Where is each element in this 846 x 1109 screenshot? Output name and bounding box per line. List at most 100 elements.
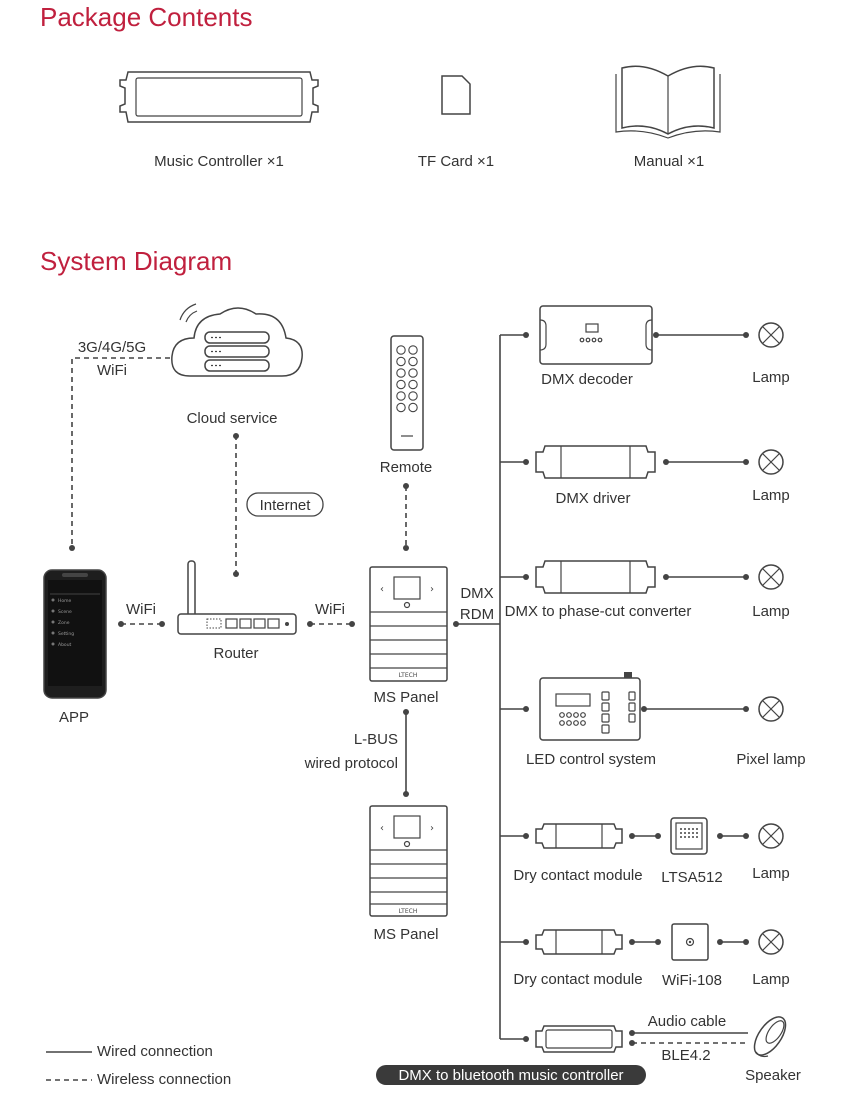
manual-icon xyxy=(615,65,721,139)
output-device-3: DMX to phase-cut converter xyxy=(505,603,692,620)
dmx-driver-icon xyxy=(535,445,656,479)
phone-menu-item: Setting xyxy=(58,631,74,637)
svg-text:›: › xyxy=(430,584,434,595)
output-load-1: Lamp xyxy=(752,369,790,386)
dry-contact-module-icon xyxy=(535,929,623,955)
ms-panel-2-label: MS Panel xyxy=(373,926,438,943)
branch-dry-contact-wifi108 xyxy=(500,923,784,961)
output-device-5: Dry contact module xyxy=(513,867,642,884)
lamp-icon xyxy=(758,322,784,348)
remote-button xyxy=(408,379,418,390)
music-controller-icon xyxy=(119,71,319,123)
internet-badge: Internet xyxy=(246,492,324,517)
remote-button xyxy=(396,379,406,390)
remote-button xyxy=(408,368,418,378)
lamp-icon xyxy=(758,449,784,475)
phone-menu-item: Zone xyxy=(58,620,70,626)
cloud-link-label-wifi: WiFi xyxy=(97,362,127,379)
remote-button xyxy=(408,402,418,413)
router-icon xyxy=(177,560,297,635)
lbus-label: L-BUS xyxy=(354,731,398,748)
lamp-icon xyxy=(758,564,784,590)
router-label: Router xyxy=(213,645,258,662)
output-device-1: DMX decoder xyxy=(541,371,633,388)
ms-panel-label: MS Panel xyxy=(373,689,438,706)
router-panel-wifi-label: WiFi xyxy=(315,601,345,618)
legend-wireless: Wireless connection xyxy=(97,1071,231,1088)
lamp-icon xyxy=(758,929,784,955)
dmx-label: DMX xyxy=(460,585,493,602)
phone-menu-item: Home xyxy=(58,598,72,604)
speaker-icon xyxy=(753,1016,787,1058)
remote-button xyxy=(408,345,418,355)
app-cloud-wireless-link xyxy=(71,357,170,546)
branch-music-controller xyxy=(500,1016,787,1058)
package-item-tf-card: TF Card ×1 xyxy=(418,153,494,170)
music-controller-badge: DMX to bluetooth music controller xyxy=(376,1065,646,1085)
app-label: APP xyxy=(59,709,89,726)
output-sub-5: LTSA512 xyxy=(661,869,722,886)
svg-text:LTECH: LTECH xyxy=(399,672,418,679)
lbus-protocol-label: wired protocol xyxy=(304,755,398,772)
wifi-108-icon xyxy=(671,923,709,961)
package-item-controller: Music Controller ×1 xyxy=(154,153,284,170)
output-sub-6: WiFi-108 xyxy=(662,972,722,989)
branch-dmx-decoder xyxy=(500,305,784,365)
ltsa512-icon xyxy=(670,817,708,855)
remote-label: Remote xyxy=(380,459,433,476)
phone-menu-item: About xyxy=(58,642,72,648)
remote-button xyxy=(396,345,406,355)
phone-menu-item: Scene xyxy=(58,609,72,615)
output-load-6: Lamp xyxy=(752,971,790,988)
remote-button xyxy=(396,402,406,413)
cloud-service-icon xyxy=(171,303,303,377)
branch-phase-cut xyxy=(500,560,784,594)
output-device-6: Dry contact module xyxy=(513,971,642,988)
branch-led-control xyxy=(500,672,784,741)
ms-panel-2-icon: ‹ › LTECH xyxy=(369,805,448,917)
svg-text:LTECH: LTECH xyxy=(399,908,418,915)
branch-dmx-driver xyxy=(500,445,784,479)
output-load-5: Lamp xyxy=(752,865,790,882)
remote-button xyxy=(408,356,418,367)
svg-text:Internet: Internet xyxy=(260,497,312,514)
dmx-decoder-icon xyxy=(539,305,653,365)
dry-contact-module-icon xyxy=(535,823,623,849)
output-load-3: Lamp xyxy=(752,603,790,620)
package-item-manual: Manual ×1 xyxy=(634,153,704,170)
audio-cable-label: Audio cable xyxy=(648,1013,726,1030)
remote-button xyxy=(408,391,418,401)
remote-button xyxy=(396,391,406,401)
cloud-link-label-network: 3G/4G/5G xyxy=(78,339,146,356)
phase-cut-converter-icon xyxy=(535,560,656,594)
ble-label: BLE4.2 xyxy=(661,1047,710,1064)
svg-text:DMX to bluetooth music control: DMX to bluetooth music controller xyxy=(398,1067,623,1084)
legend-wired: Wired connection xyxy=(97,1043,213,1060)
rdm-label: RDM xyxy=(460,606,494,623)
pixel-lamp-icon xyxy=(758,696,784,722)
remote-icon xyxy=(390,335,424,451)
output-device-4: LED control system xyxy=(526,751,656,768)
svg-text:‹: ‹ xyxy=(380,584,384,595)
remote-button xyxy=(396,356,406,367)
cloud-service-label: Cloud service xyxy=(187,410,278,427)
speaker-label: Speaker xyxy=(745,1067,801,1084)
lamp-icon xyxy=(758,823,784,849)
app-router-wifi-label: WiFi xyxy=(126,601,156,618)
svg-text:›: › xyxy=(430,823,434,834)
output-load-2: Lamp xyxy=(752,487,790,504)
svg-text:‹: ‹ xyxy=(380,823,384,834)
ms-panel-icon: ‹ › LTECH xyxy=(369,566,448,682)
output-load-4: Pixel lamp xyxy=(736,751,805,768)
music-controller-device-icon xyxy=(535,1025,623,1053)
legend: Wired connection Wireless connection xyxy=(46,1043,231,1088)
output-device-2: DMX driver xyxy=(555,490,630,507)
tf-card-icon xyxy=(441,75,471,115)
remote-button xyxy=(396,368,406,378)
led-control-system-icon xyxy=(539,672,641,741)
branch-dry-contact-ltsa512 xyxy=(500,817,784,855)
system-diagram-title: System Diagram xyxy=(40,246,232,276)
package-contents-title: Package Contents xyxy=(40,2,252,32)
